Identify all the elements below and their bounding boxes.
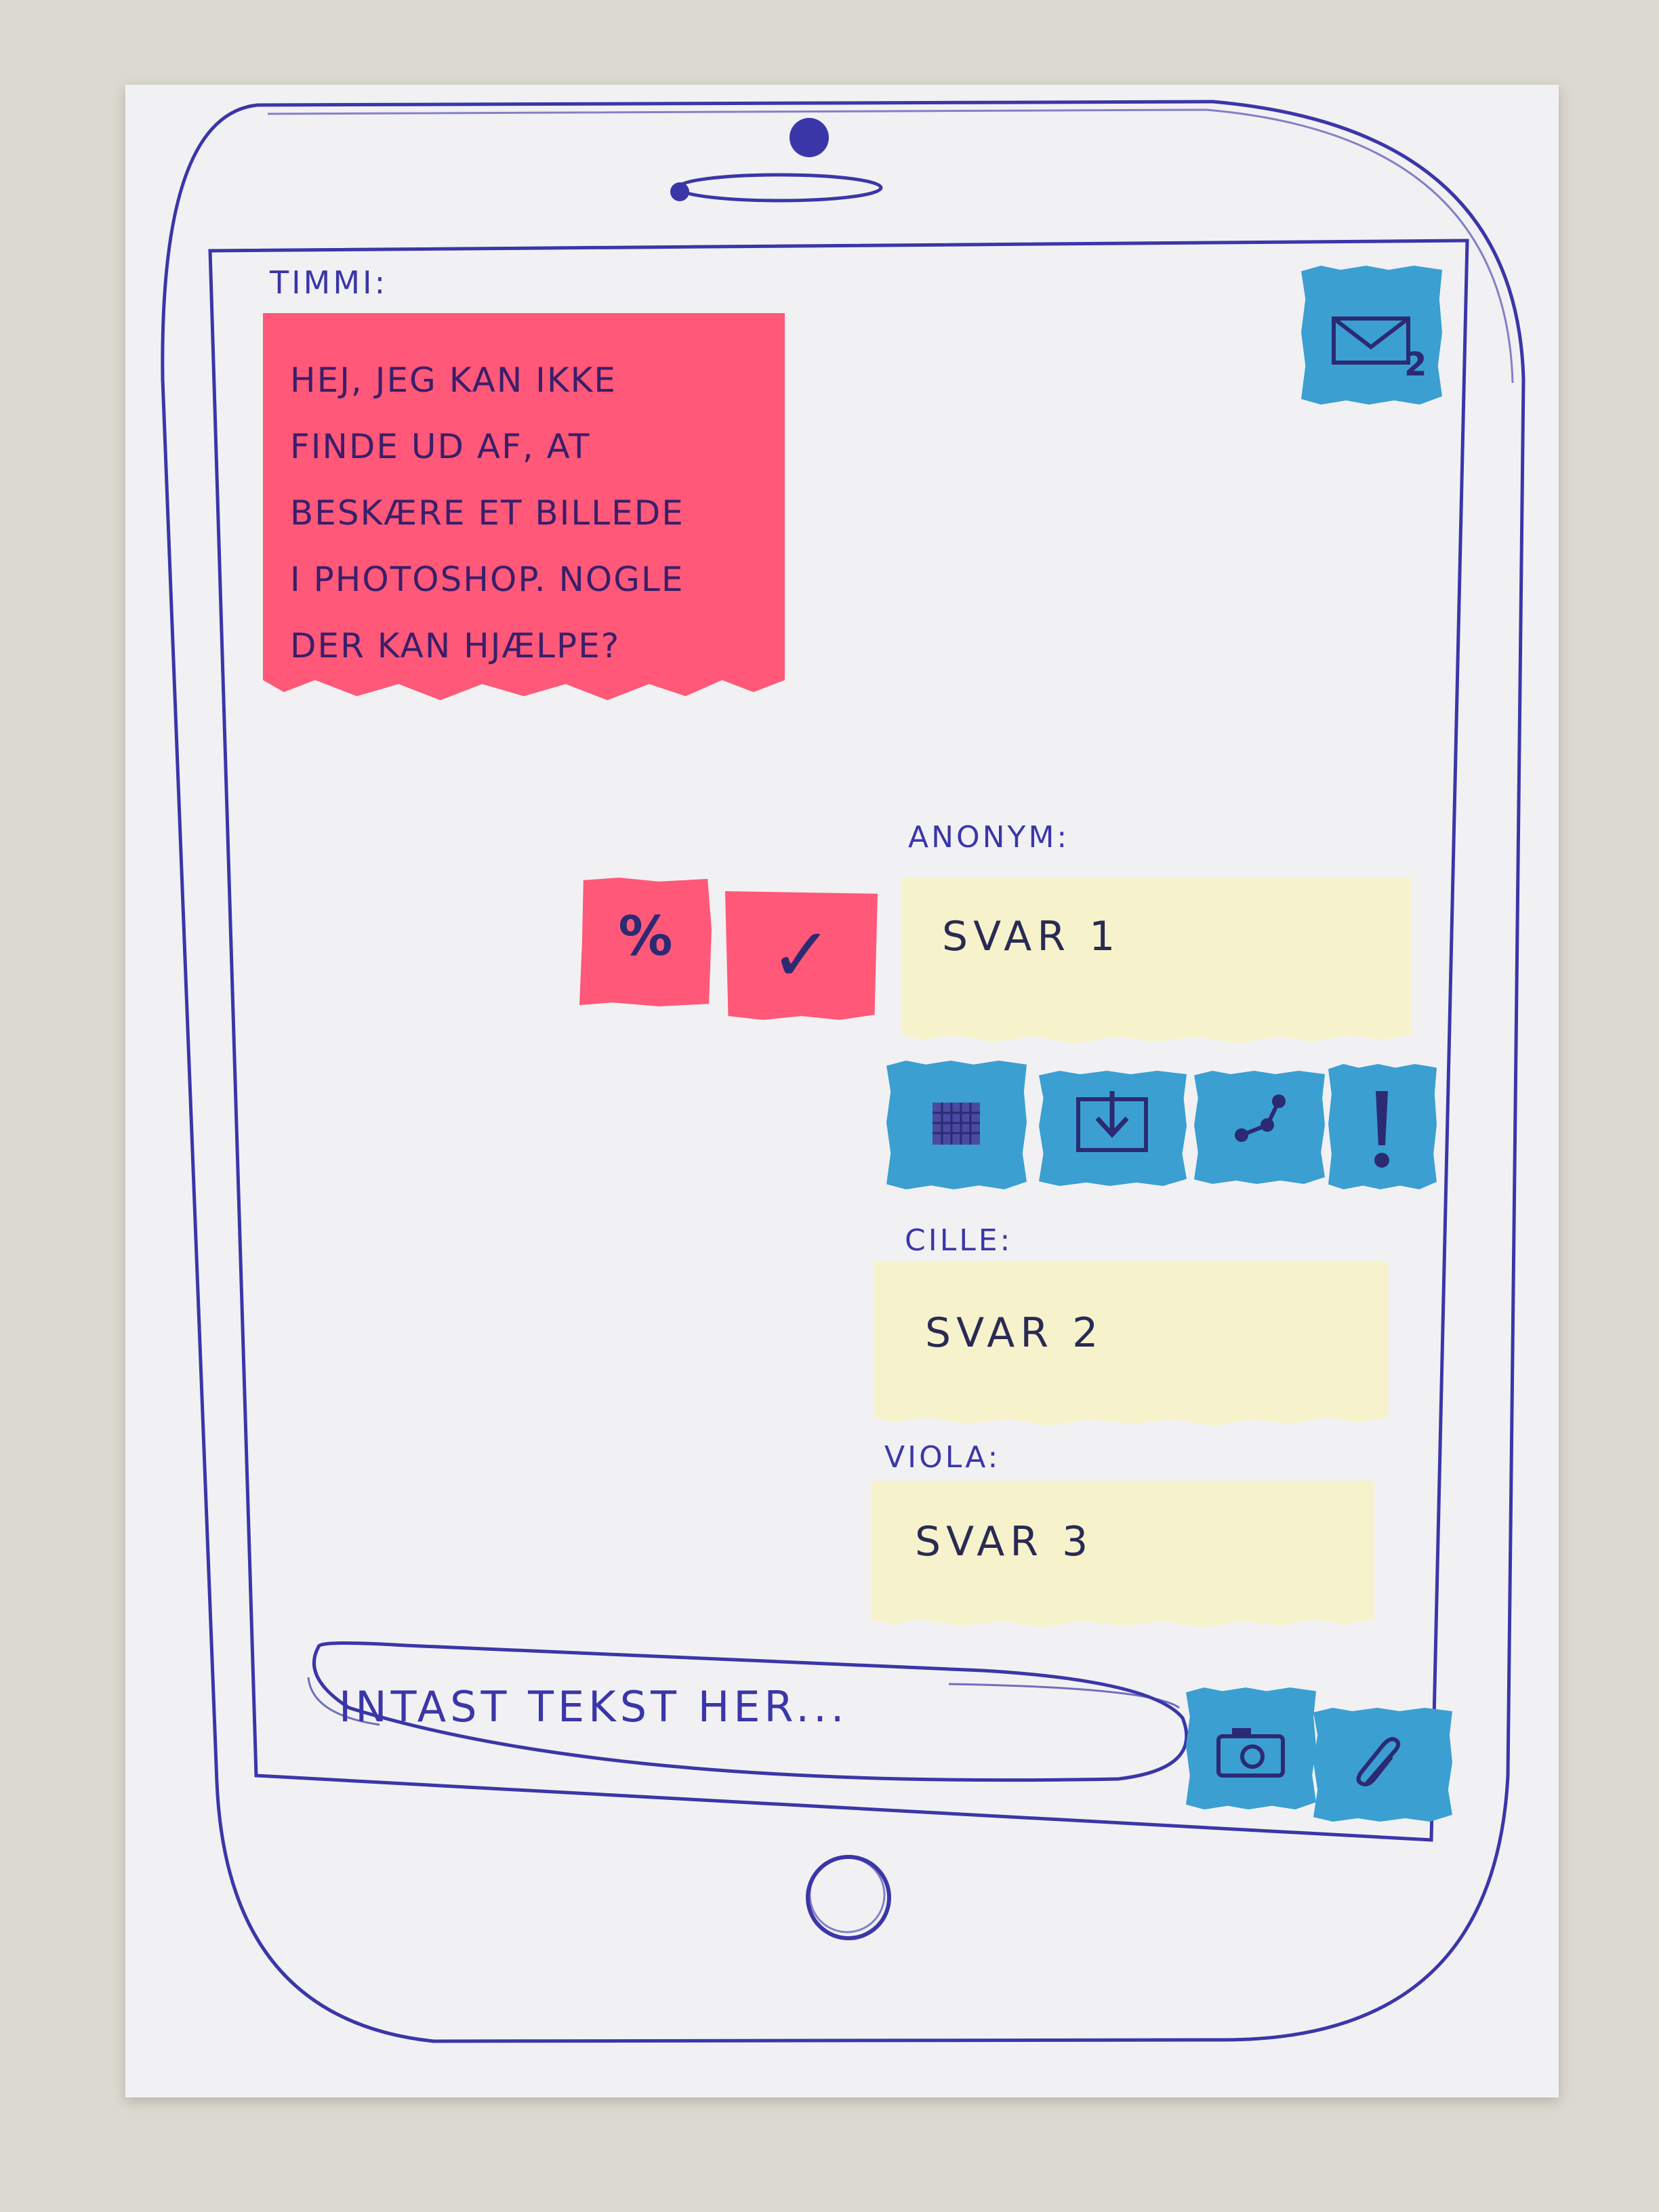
camera-icon: [1216, 1728, 1285, 1778]
report-icon: [1374, 1091, 1389, 1168]
reply-text-1: SVAR 1: [942, 913, 1121, 960]
inbox-count: 2: [1404, 346, 1427, 384]
percent-label: %: [618, 905, 673, 968]
reply-text-2: SVAR 2: [925, 1309, 1104, 1357]
camera-button[interactable]: [1186, 1687, 1316, 1809]
reply-text-3: SVAR 3: [915, 1518, 1094, 1565]
question-text: HEJ, JEG KAN IKKE FINDE UD AF, AT BESKÆR…: [290, 361, 684, 665]
reply-note-3: SVAR 3: [871, 1481, 1374, 1627]
share-button[interactable]: [1194, 1071, 1325, 1184]
reply-note-2: SVAR 2: [874, 1262, 1388, 1426]
report-button[interactable]: [1328, 1064, 1437, 1189]
reply-author-3: VIOLA:: [884, 1440, 1001, 1475]
percent-button[interactable]: %: [579, 878, 712, 1006]
envelope-icon: [1332, 316, 1410, 365]
reply-author-1: ANONYM:: [908, 820, 1070, 855]
share-icon: [1235, 1094, 1286, 1142]
message-input[interactable]: INTAST TEKST HER...: [339, 1682, 848, 1732]
paperclip-icon: [1356, 1737, 1401, 1786]
asker-name: TIMMI:: [270, 264, 388, 301]
check-icon: ✓: [770, 912, 833, 998]
accept-button[interactable]: ✓: [725, 891, 878, 1020]
attach-button[interactable]: [1313, 1708, 1452, 1822]
download-button[interactable]: [1039, 1071, 1187, 1186]
reply-author-2: CILLE:: [905, 1223, 1013, 1258]
inbox-button[interactable]: 2: [1301, 266, 1442, 405]
grid-icon: [933, 1103, 980, 1145]
download-icon: [1076, 1091, 1148, 1152]
grid-button[interactable]: [886, 1061, 1027, 1189]
question-note: HEJ, JEG KAN IKKE FINDE UD AF, AT BESKÆR…: [263, 313, 785, 701]
reply-note-1: SVAR 1: [901, 878, 1411, 1044]
